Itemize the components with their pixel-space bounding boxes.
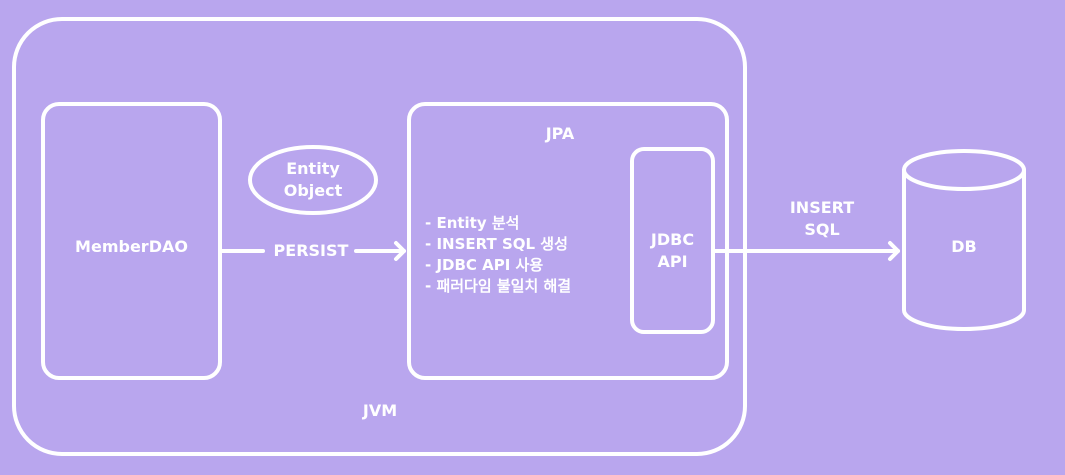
insert-sql-label: INSERT SQL bbox=[772, 197, 872, 241]
db-cylinder-top bbox=[902, 149, 1026, 191]
member-dao-box bbox=[41, 102, 222, 380]
jdbc-api-line2: API bbox=[657, 252, 688, 271]
db-cylinder-body bbox=[902, 168, 1026, 331]
persist-arrowhead bbox=[394, 241, 406, 261]
entity-object-line1: Entity bbox=[286, 159, 340, 178]
jdbc-api-label: JDBC API bbox=[632, 229, 713, 273]
jpa-task-item: - 패러다임 불일치 해결 bbox=[425, 277, 572, 295]
member-dao-label: MemberDAO bbox=[75, 237, 188, 256]
entity-object-line2: Object bbox=[283, 181, 343, 200]
jpa-task-list: - Entity 분석 - INSERT SQL 생성 - JDBC API 사… bbox=[425, 213, 571, 297]
jdbc-api-box bbox=[630, 147, 715, 334]
persist-label: PERSIST bbox=[273, 241, 349, 260]
jpa-label: JPA bbox=[545, 124, 575, 143]
jvm-box bbox=[12, 17, 747, 456]
db-label: DB bbox=[951, 237, 977, 256]
jpa-task-item: - Entity 분석 bbox=[425, 214, 520, 232]
jdbc-api-line1: JDBC bbox=[650, 230, 695, 249]
insert-sql-arrowhead bbox=[888, 241, 900, 261]
jpa-box bbox=[407, 102, 729, 380]
entity-object-ellipse bbox=[248, 145, 378, 215]
jpa-task-item: - JDBC API 사용 bbox=[425, 256, 544, 274]
jvm-label: JVM bbox=[362, 401, 398, 420]
insert-sql-line2: SQL bbox=[804, 220, 840, 239]
insert-sql-line1: INSERT bbox=[789, 198, 855, 217]
entity-object-label: Entity Object bbox=[250, 158, 376, 202]
jpa-task-item: - INSERT SQL 생성 bbox=[425, 235, 568, 253]
